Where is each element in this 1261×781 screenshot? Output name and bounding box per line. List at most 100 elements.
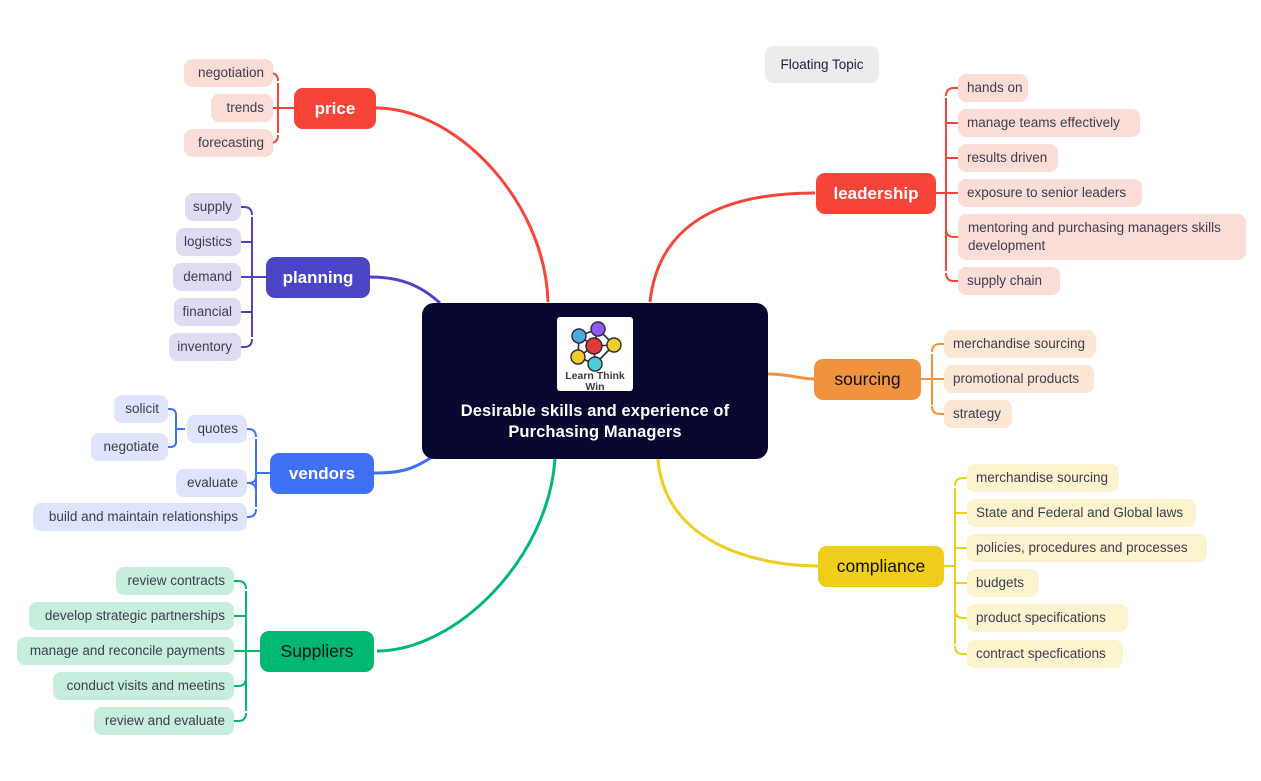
child-label: negotiation	[197, 65, 264, 81]
child-label: review and evaluate	[104, 713, 225, 729]
child-label: evaluate	[186, 475, 238, 491]
child-planning-logistics[interactable]: logistics	[176, 228, 241, 256]
child-suppliers-manage-payments[interactable]: manage and reconcile payments	[17, 637, 234, 665]
child-label: develop strategic partnerships	[44, 608, 225, 624]
child-label: strategy	[953, 406, 1002, 422]
child-suppliers-conduct-visits[interactable]: conduct visits and meetins	[53, 672, 234, 700]
branch-label-sourcing: sourcing	[834, 369, 901, 389]
branch-node-leadership[interactable]: leadership	[816, 173, 936, 214]
child-suppliers-develop-partnerships[interactable]: develop strategic partnerships	[29, 602, 234, 630]
child-sourcing-promotional[interactable]: promotional products	[944, 365, 1094, 393]
child-label: hands on	[967, 80, 1023, 96]
bracket-leadership	[936, 87, 958, 282]
child-label: merchandise sourcing	[953, 336, 1086, 352]
bracket-price	[269, 72, 294, 144]
child-leadership-mentoring[interactable]: mentoring and purchasing managers skills…	[958, 214, 1246, 260]
child-label: results driven	[967, 150, 1048, 166]
child-vendors-quotes[interactable]: quotes	[187, 415, 247, 443]
child-label: financial	[182, 304, 232, 320]
child-label: supply chain	[967, 273, 1043, 289]
branch-curve-vendors	[373, 455, 433, 475]
child-label: inventory	[177, 339, 232, 355]
child-label: exposure to senior leaders	[967, 185, 1127, 201]
child-compliance-laws[interactable]: State and Federal and Global laws	[967, 499, 1196, 527]
grandchild-quotes-negotiate[interactable]: negotiate	[91, 433, 168, 461]
branch-label-leadership: leadership	[833, 183, 919, 203]
bracket-sourcing	[921, 343, 944, 415]
child-planning-supply[interactable]: supply	[185, 193, 241, 221]
child-label: demand	[183, 269, 232, 285]
central-topic[interactable]: Learn Think Win Desirable skills and exp…	[422, 303, 768, 459]
child-label: mentoring and purchasing managers skills…	[968, 220, 1221, 253]
child-label: product specifications	[976, 610, 1106, 626]
branch-node-planning[interactable]: planning	[266, 257, 370, 298]
child-label: solicit	[125, 401, 159, 417]
child-price-trends[interactable]: trends	[211, 94, 273, 122]
branch-curve-planning	[369, 275, 442, 305]
child-label: quotes	[197, 421, 238, 437]
child-vendors-evaluate[interactable]: evaluate	[176, 469, 247, 497]
child-label: State and Federal and Global laws	[976, 505, 1184, 521]
branch-label-planning: planning	[282, 267, 354, 287]
child-label: review contracts	[127, 573, 225, 589]
branch-label-compliance: compliance	[836, 556, 926, 576]
child-sourcing-merchandise[interactable]: merchandise sourcing	[944, 330, 1096, 358]
child-compliance-merchandise[interactable]: merchandise sourcing	[967, 464, 1119, 492]
branch-label-price: price	[314, 98, 356, 118]
bracket-compliance	[944, 477, 967, 655]
child-compliance-product-specs[interactable]: product specifications	[967, 604, 1128, 632]
branch-node-sourcing[interactable]: sourcing	[814, 359, 921, 400]
child-compliance-budgets[interactable]: budgets	[967, 569, 1039, 597]
child-label: manage teams effectively	[967, 115, 1120, 131]
bracket-suppliers	[234, 580, 260, 722]
child-planning-demand[interactable]: demand	[173, 263, 241, 291]
child-label: supply	[192, 199, 232, 215]
child-vendors-build-relationships[interactable]: build and maintain relationships	[33, 503, 247, 531]
child-suppliers-review-evaluate[interactable]: review and evaluate	[94, 707, 234, 735]
child-label: budgets	[976, 575, 1025, 591]
logo-network-graph: Learn Think Win	[565, 321, 625, 391]
child-label: promotional products	[953, 371, 1080, 387]
branch-curve-suppliers	[376, 458, 557, 653]
child-label: policies, procedures and processes	[976, 540, 1188, 556]
child-compliance-policies[interactable]: policies, procedures and processes	[967, 534, 1207, 562]
learn-think-win-logo: Learn Think Win	[557, 317, 633, 391]
branch-node-suppliers[interactable]: Suppliers	[260, 631, 374, 672]
child-leadership-results-driven[interactable]: results driven	[958, 144, 1058, 172]
branch-curve-price	[375, 106, 550, 303]
branch-node-vendors[interactable]: vendors	[270, 453, 374, 494]
child-label: manage and reconcile payments	[29, 643, 225, 659]
floating-topic-label: Floating Topic	[780, 57, 864, 72]
child-leadership-hands-on[interactable]: hands on	[958, 74, 1028, 102]
bracket-planning	[241, 206, 266, 348]
child-price-negotiation[interactable]: negotiation	[184, 59, 273, 87]
branch-curve-leadership	[648, 191, 816, 303]
branch-node-price[interactable]: price	[294, 88, 376, 129]
child-planning-inventory[interactable]: inventory	[169, 333, 241, 361]
child-label: trends	[226, 100, 264, 116]
child-label: conduct visits and meetins	[66, 678, 225, 694]
logo-caption-line1: Learn Think	[565, 370, 625, 382]
logo-caption-line2: Win	[585, 381, 604, 391]
child-leadership-senior-leaders[interactable]: exposure to senior leaders	[958, 179, 1142, 207]
branch-label-suppliers: Suppliers	[280, 641, 354, 661]
child-leadership-manage-teams[interactable]: manage teams effectively	[958, 109, 1140, 137]
branch-curve-compliance	[656, 458, 819, 568]
child-compliance-contract-specs[interactable]: contract specfications	[967, 640, 1123, 668]
child-planning-financial[interactable]: financial	[174, 298, 241, 326]
child-leadership-supply-chain[interactable]: supply chain	[958, 267, 1060, 295]
branch-curve-sourcing	[767, 372, 815, 381]
child-label: logistics	[183, 234, 232, 250]
central-topic-title: Desirable skills and experience of Purch…	[460, 401, 730, 441]
grandchild-quotes-solicit[interactable]: solicit	[114, 395, 168, 423]
child-label: forecasting	[197, 135, 264, 151]
child-label: contract specfications	[976, 646, 1106, 662]
child-price-forecasting[interactable]: forecasting	[184, 129, 273, 157]
child-label: merchandise sourcing	[976, 470, 1109, 486]
floating-topic[interactable]: Floating Topic	[765, 46, 879, 83]
child-suppliers-review-contracts[interactable]: review contracts	[116, 567, 234, 595]
child-sourcing-strategy[interactable]: strategy	[944, 400, 1012, 428]
branch-node-compliance[interactable]: compliance	[818, 546, 944, 587]
branch-label-vendors: vendors	[288, 463, 356, 483]
